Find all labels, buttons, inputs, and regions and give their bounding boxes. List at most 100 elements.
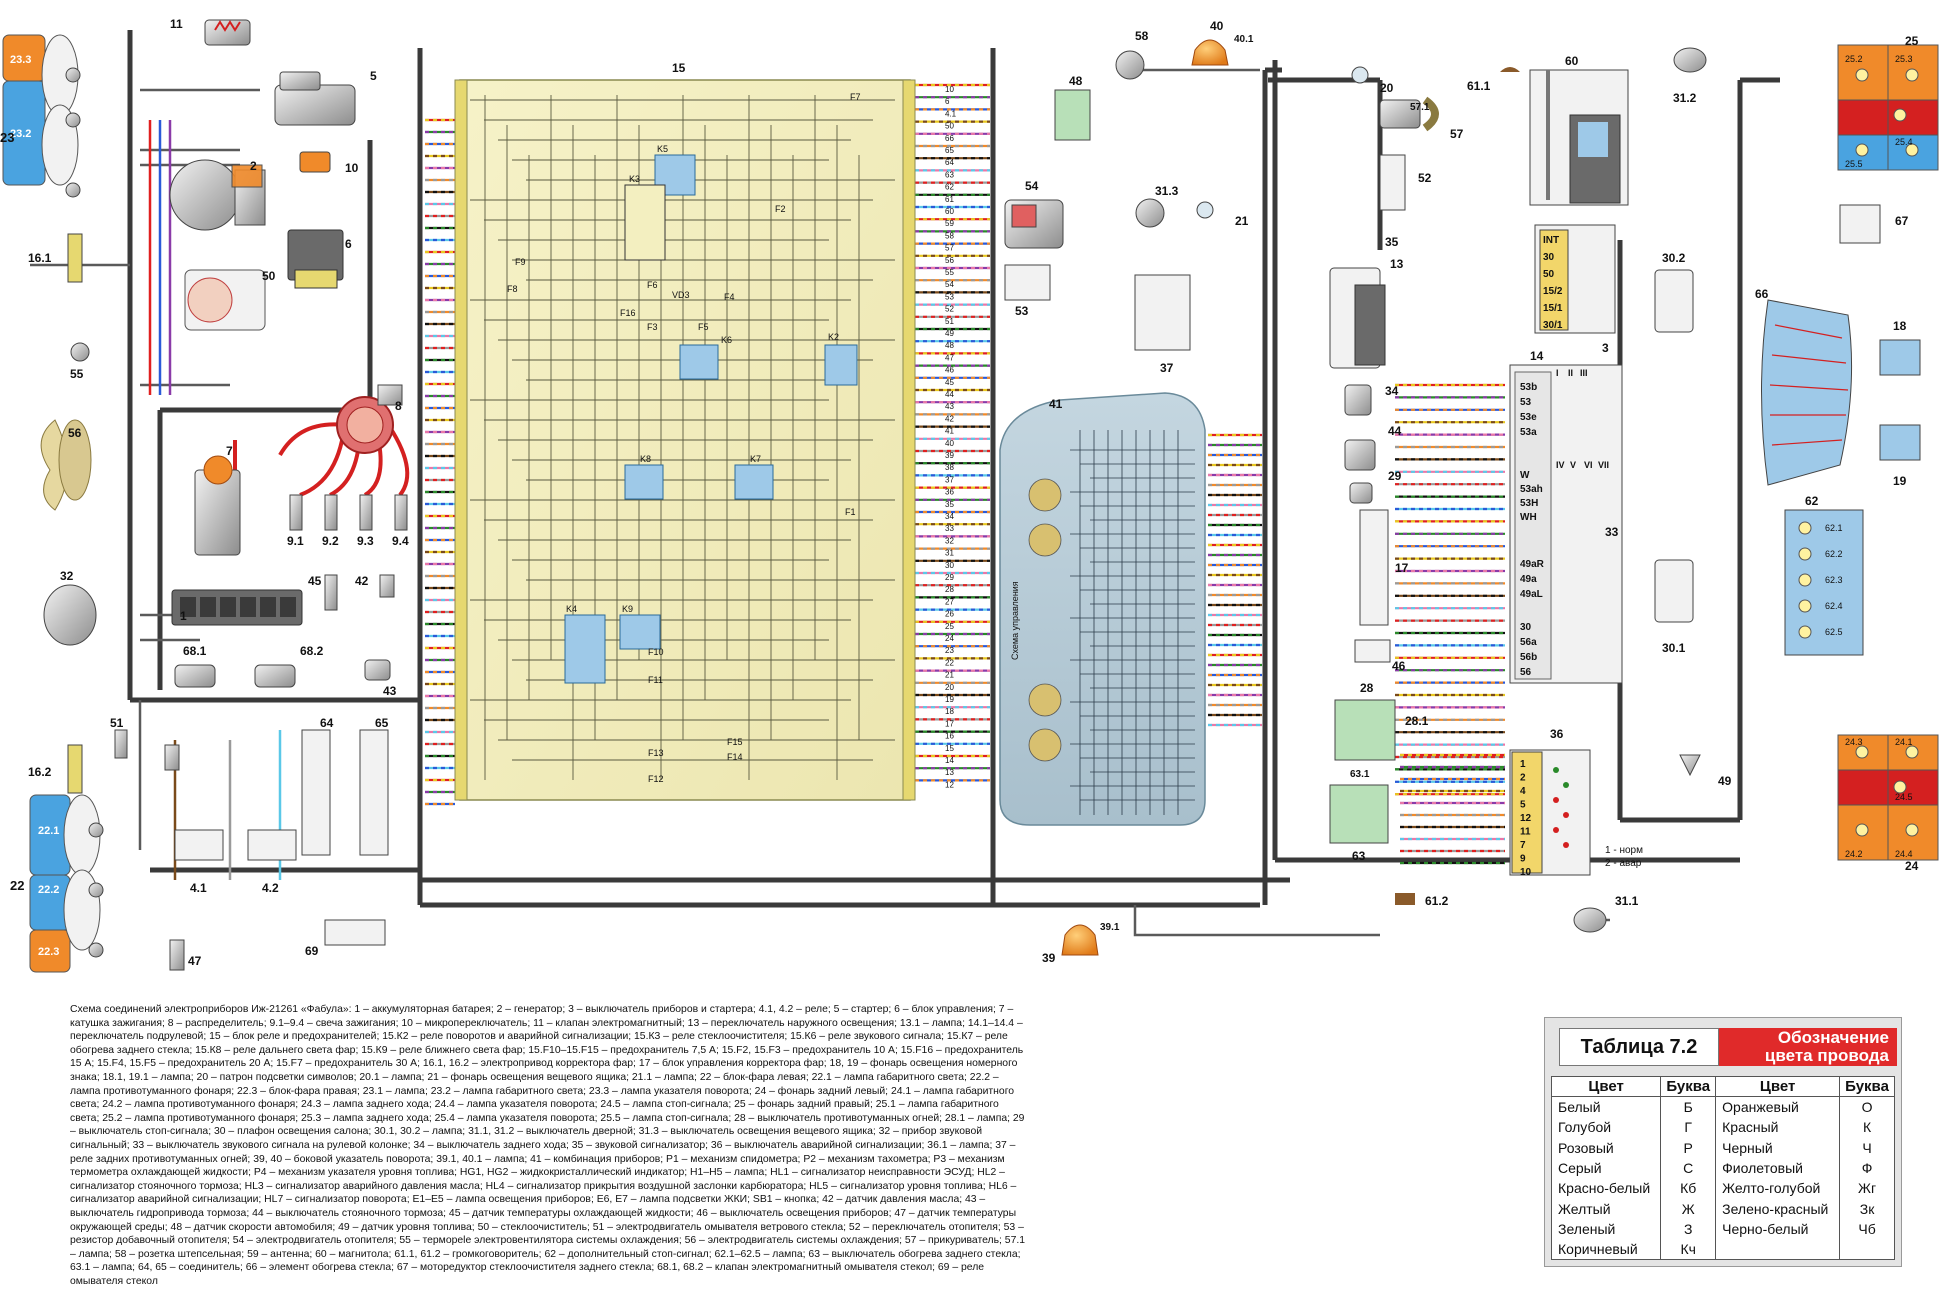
socket-58-indicator-40: 58 40 40.1 — [1115, 19, 1254, 80]
table-subtitle: Обозначение цвета провода — [1719, 1028, 1897, 1066]
component-label: 3 — [1602, 341, 1609, 355]
connector-pin-label: 2 — [1520, 773, 1526, 784]
right-top-components: 20 57.1 57 52 35 13 — [1329, 66, 1464, 369]
wire-number: 17 — [945, 719, 954, 728]
wire-number: 63 — [945, 170, 954, 179]
lamp-label: 23.2 — [10, 128, 31, 140]
lamp-label: 25.4 — [1895, 137, 1913, 147]
fuse-label: F9 — [515, 257, 526, 267]
component-label: 9.3 — [357, 534, 374, 548]
connector-pin-label: 10 — [1520, 867, 1532, 878]
rear-wiper-67: 67 — [1839, 204, 1909, 244]
wire-number: 27 — [945, 597, 954, 606]
switch-terminal-label: INT — [1543, 235, 1559, 246]
main-harness — [127, 30, 1780, 908]
component-label: 43 — [383, 684, 397, 698]
relay-label: K3 — [629, 174, 640, 184]
wire-number: 41 — [945, 427, 954, 436]
lamp-label: 23.1 — [10, 187, 31, 199]
headlamp-23: 23.3 23.2 23.1 23 — [0, 34, 81, 199]
component-label: 13 — [1390, 257, 1404, 271]
switch-position-label: II — [1568, 368, 1573, 378]
fuel-sensor-49: 49 — [1679, 754, 1732, 788]
lamp-label: 22.1 — [38, 825, 59, 837]
fuse-label: F3 — [647, 322, 658, 332]
component-label: 20 — [1380, 81, 1394, 95]
component-label: 47 — [188, 954, 202, 968]
rear-window-heater-66: 66 — [1755, 287, 1853, 486]
fuse-label: F2 — [775, 204, 786, 214]
component-label: 6 — [345, 237, 352, 251]
wire-number: 50 — [945, 122, 954, 131]
table-cell: Чб — [1839, 1218, 1895, 1240]
stalk-switch-14: 53b5353e53aW53ah53HWH49aR49a49aL3056a56b… — [1509, 349, 1623, 684]
lamp-label: 24.5 — [1895, 792, 1913, 802]
lamp-label: 62.2 — [1825, 549, 1843, 559]
ignition-system: 8 7 9.1 9.2 9.3 9.4 — [194, 384, 410, 556]
component-label: 22 — [10, 878, 24, 893]
relay-label: K7 — [750, 454, 761, 464]
wire-number: 20 — [945, 683, 954, 692]
component-label: 36 — [1550, 727, 1564, 741]
component-label: 63 — [1352, 849, 1366, 863]
rear-lamp-25: 25.2 25.3 25.5 25.4 25 — [1837, 34, 1939, 171]
wire-number: 56 — [945, 256, 954, 265]
lamp-label: 24.3 — [1845, 737, 1863, 747]
table-cell: Г — [1660, 1117, 1717, 1138]
table-cell: Серый — [1550, 1157, 1662, 1179]
switch-terminal-label: 56b — [1520, 652, 1537, 663]
component-label: 39 — [1042, 951, 1056, 965]
fog-relay-37: 37 — [1134, 274, 1191, 375]
component-label: 68.1 — [183, 644, 207, 658]
fuse-label: F5 — [698, 322, 709, 332]
component-label: 9.2 — [322, 534, 339, 548]
component-label: 4.2 — [262, 881, 279, 895]
wire-number: 46 — [945, 366, 954, 375]
table-cell: О — [1839, 1096, 1895, 1118]
wire-number: 18 — [945, 707, 954, 716]
switch-terminal-label: 49aL — [1520, 589, 1543, 600]
fuse-label: F15 — [727, 737, 743, 747]
component-label: 34 — [1385, 384, 1399, 398]
component-label: 31.2 — [1673, 91, 1697, 105]
switch-terminal-label: 53H — [1520, 498, 1538, 509]
table-subtitle-line: Обозначение — [1777, 1028, 1889, 1047]
lamp-label: 23.3 — [10, 54, 31, 66]
wire-number: 36 — [945, 488, 954, 497]
relay-label: K6 — [721, 335, 732, 345]
wire-number: 59 — [945, 219, 954, 228]
solenoid-11: 11 — [170, 17, 251, 46]
switch-terminal-label: 15/2 — [1543, 286, 1563, 297]
wire-number: 65 — [945, 146, 954, 155]
relay-k7 — [734, 464, 774, 500]
table-cell — [1715, 1239, 1841, 1261]
component-label: 69 — [305, 944, 319, 958]
microswitch-10: 10 — [299, 151, 359, 175]
table-cell: Желтый — [1550, 1198, 1662, 1219]
table-cell: Фиолетовый — [1715, 1157, 1841, 1179]
component-label: 62 — [1805, 494, 1819, 508]
wire-number: 52 — [945, 305, 954, 314]
component-label: 2 — [250, 159, 257, 173]
switch-position-label: VII — [1598, 460, 1609, 470]
component-label: 46 — [1392, 659, 1406, 673]
component-label: 16.1 — [28, 251, 52, 265]
wire-number: 34 — [945, 512, 954, 521]
generator-2: 2 — [169, 159, 266, 231]
table-cell: Б — [1660, 1096, 1717, 1118]
component-label: 28 — [1360, 681, 1374, 695]
relay-k4 — [564, 614, 606, 684]
wire-number: 54 — [945, 280, 954, 289]
component-label: 29 — [1388, 469, 1402, 483]
fuse-label: F8 — [507, 284, 518, 294]
relay-k2 — [824, 344, 858, 386]
component-label: 52 — [1418, 171, 1432, 185]
relay-k3 — [624, 184, 666, 261]
component-label: 60 — [1565, 54, 1579, 68]
wire-number: 29 — [945, 573, 954, 582]
wire-number: 42 — [945, 414, 954, 423]
table-cell: Желто-голубой — [1715, 1178, 1841, 1199]
relay-label: K2 — [828, 332, 839, 342]
